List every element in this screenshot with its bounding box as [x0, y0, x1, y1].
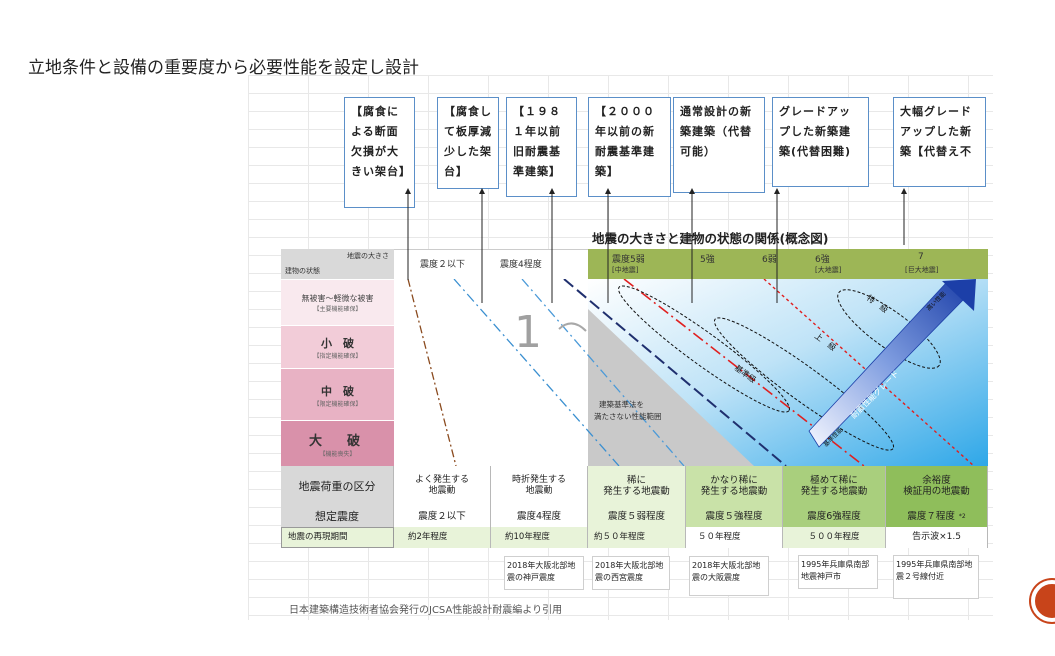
example-kobe-1995: 1995年兵庫県南部地震神戸市 [798, 555, 878, 589]
cell-int-6-note: *2 [958, 513, 966, 520]
callout-corroded-thin: 【腐食して板厚減少した架台】 [437, 97, 499, 189]
performance-diagram: 1 建築基準法を 満たさない性能範囲 基準級 上 級 特 級 高い性能 基準性能… [394, 279, 988, 466]
overlay-hook [558, 322, 587, 332]
band-special [837, 289, 941, 369]
example-kobe-2018: 2018年大阪北部地震の神戸震度 [504, 556, 584, 590]
line-blue-1 [453, 279, 620, 466]
header-left-white [281, 249, 394, 279]
state-minor-sub: 【主要機能確保】 [313, 306, 362, 313]
table-row-return-period: 地震の再現期間 約2年程度 約10年程度 約５０年程度 ５０年程度 ５００年程度… [281, 527, 988, 548]
header-large-quake: [大地震] [815, 266, 842, 274]
cell-int-2: 震度4程度 [491, 506, 588, 527]
state-medium-sub: 【限定機能確保】 [313, 400, 362, 408]
callout-pre-2000: 【２０００年以前の新耐震基準建築】 [588, 97, 671, 197]
state-medium-damage: 中 破 【限定機能確保】 [281, 368, 394, 421]
cell-load-6: 余裕度 検証用の地震動 [886, 466, 988, 506]
cell-int-1: 震度２以下 [394, 506, 491, 527]
cell-load-4: かなり稀に 発生する地震動 [686, 466, 783, 506]
cell-load-2: 時折発生する 地震動 [491, 466, 588, 506]
line-blue-2 [521, 279, 685, 466]
state-medium-label: 中 破 [321, 384, 354, 398]
cell-int-5: 震度6強程度 [783, 506, 886, 527]
state-minor-label: 無被害〜軽微な被害 [301, 294, 374, 303]
header-intensity-4: 震度4程度 [500, 260, 542, 270]
callout-standard-new: 通常設計の新築建築（代替可能） [673, 97, 765, 193]
cell-load-1: よく発生する 地震動 [394, 466, 491, 506]
state-minor-damage: 無被害〜軽微な被害 【主要機能確保】 [281, 279, 394, 326]
slide-corner-circle-icon [1031, 580, 1055, 622]
header-intensity-7: 7 [918, 252, 924, 262]
row-label-load-class: 地震荷重の区分 [281, 466, 394, 506]
callout-pre-1981: 【１９８１年以前旧耐震基準建築】 [506, 97, 577, 197]
line-brown [407, 279, 457, 466]
cell-ret-6: 告示波×1.5 [886, 527, 988, 548]
table-row-intensity: 想定震度 震度２以下 震度4程度 震度５弱程度 震度５強程度 震度6強程度 震度… [281, 506, 988, 527]
cell-int-6-text: 震度７程度 [907, 511, 955, 522]
corner-bottom: 建物の状態 [285, 267, 320, 275]
line-navy [563, 279, 787, 466]
header-intensity-5weak: 震度5弱 [612, 255, 645, 265]
cell-load-3: 稀に 発生する地震動 [588, 466, 686, 506]
cell-ret-3: 約５０年程度 [588, 527, 686, 548]
row-label-intensity: 想定震度 [281, 506, 394, 527]
header-intensity-6strong: 6強 [815, 255, 830, 265]
grade-arrow-head [942, 279, 976, 311]
cell-int-4: 震度５強程度 [686, 506, 783, 527]
state-severe-sub: 【機能喪失】 [319, 451, 356, 458]
header-huge-quake: [巨大地震] [905, 266, 939, 274]
cell-ret-1: 約2年程度 [394, 527, 491, 548]
header-row-green [588, 249, 988, 279]
state-severe-damage: 大 破 【機能喪失】 [281, 420, 394, 467]
cell-int-6: 震度７程度 *2 [886, 506, 988, 527]
example-nishinomiya-2018: 2018年大阪北部地震の西宮震度 [592, 556, 670, 590]
header-mid-quake: [中地震] [612, 266, 639, 274]
state-small-label: 小 破 [321, 337, 354, 350]
region-label-2: 満たさない性能範囲 [594, 411, 662, 421]
source-footnote: 日本建築構造技術者協会発行のJCSA性能設計耐震編より引用 [289, 605, 563, 616]
cell-ret-5: ５００年程度 [783, 527, 886, 548]
overlay-number: 1 [514, 307, 542, 358]
state-severe-label: 大 破 [308, 434, 366, 449]
cell-int-3: 震度５弱程度 [588, 506, 686, 527]
header-row [394, 249, 588, 280]
row-label-return-period: 地震の再現期間 [281, 527, 394, 548]
example-osaka-2018: 2018年大阪北部地震の大阪震度 [689, 556, 769, 596]
corner-top: 地震の大きさ [347, 252, 389, 260]
non-compliant-region [588, 309, 754, 466]
state-small-sub: 【指定機能確保】 [313, 353, 362, 360]
callout-corroded-heavy: 【腐食による断面欠損が大きい架台】 [344, 97, 415, 208]
cell-ret-2: 約10年程度 [491, 527, 588, 548]
header-intensity-2: 震度２以下 [420, 260, 466, 270]
slide-title: 立地条件と設備の重要度から必要性能を設定し設計 [28, 58, 419, 78]
cell-ret-4: ５０年程度 [686, 527, 783, 548]
cell-load-5: 極めて稀に 発生する地震動 [783, 466, 886, 506]
callout-upgraded-new: グレードアップした新築建築(代替困難) [772, 97, 869, 187]
header-intensity-5strong: 5強 [700, 255, 715, 265]
table-row-load-class: 地震荷重の区分 よく発生する 地震動 時折発生する 地震動 稀に 発生する地震動… [281, 466, 988, 506]
state-small-damage: 小 破 【指定機能確保】 [281, 325, 394, 369]
header-intensity-6weak: 6弱 [762, 255, 777, 265]
region-label-1: 建築基準法を [599, 399, 644, 409]
example-route2-1995: 1995年兵庫県南部地震２号線付近 [893, 555, 979, 599]
callout-major-upgrade: 大幅グレードアップした新築【代替え不 [893, 97, 986, 187]
diagram-title: 地震の大きさと建物の状態の関係(概念図) [592, 231, 829, 246]
callout-arrows [405, 188, 907, 303]
